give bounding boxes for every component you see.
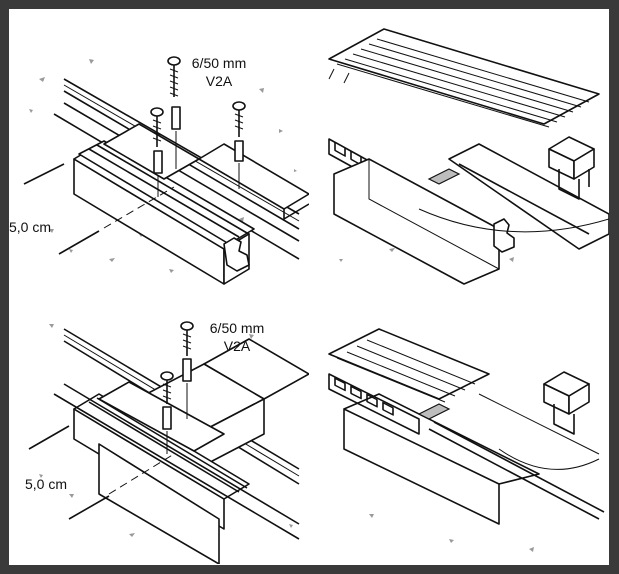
panel-decking-clip-top — [309, 19, 609, 289]
dimension-line-top — [23, 163, 65, 185]
material-label: V2A — [223, 338, 251, 354]
joist-screw-illustration — [28, 321, 309, 564]
screw-size-label: 6/50 mm — [209, 320, 265, 336]
screw-icon — [160, 371, 174, 404]
screw-group — [160, 321, 194, 454]
joist-screw-illustration — [23, 56, 309, 285]
height-dimension-label: 5,0 cm — [25, 476, 68, 492]
clip-icon — [417, 371, 590, 435]
plug-icon — [182, 358, 192, 382]
instruction-sheet: 6/50 mm V2A 5,0 cm — [9, 9, 609, 565]
plug-icon — [234, 140, 244, 162]
screw-icon — [180, 321, 194, 356]
plug-icon — [153, 150, 163, 174]
support-joist — [333, 158, 500, 285]
screw-icon — [150, 107, 164, 147]
decking-clip-illustration — [328, 328, 605, 552]
dimension-line-bottom — [68, 495, 110, 520]
dimension-line-bottom — [58, 230, 100, 255]
dimension-line-top — [28, 425, 70, 450]
clip-icon — [427, 136, 595, 200]
material-label: V2A — [205, 73, 233, 89]
panel-joist-screwing-bottom: 6/50 mm V2A 5,0 cm — [9, 294, 309, 564]
height-dimension-label: 5,0 cm — [9, 219, 52, 235]
plug-icon — [171, 106, 181, 130]
panel-joist-screwing-top: 6/50 mm V2A 5,0 cm — [9, 19, 309, 289]
screw-icon — [167, 56, 181, 97]
plug-icon — [162, 406, 172, 430]
decking-clip-illustration — [328, 28, 609, 285]
panel-decking-clip-bottom — [309, 294, 609, 564]
decking-board — [328, 28, 600, 125]
screw-icon — [232, 101, 246, 137]
support-joist — [343, 408, 500, 525]
decking-board — [328, 328, 490, 400]
screw-group — [150, 56, 246, 197]
screw-size-label: 6/50 mm — [191, 55, 247, 71]
gravel-texture — [369, 514, 534, 552]
profile-end-section — [223, 237, 250, 272]
